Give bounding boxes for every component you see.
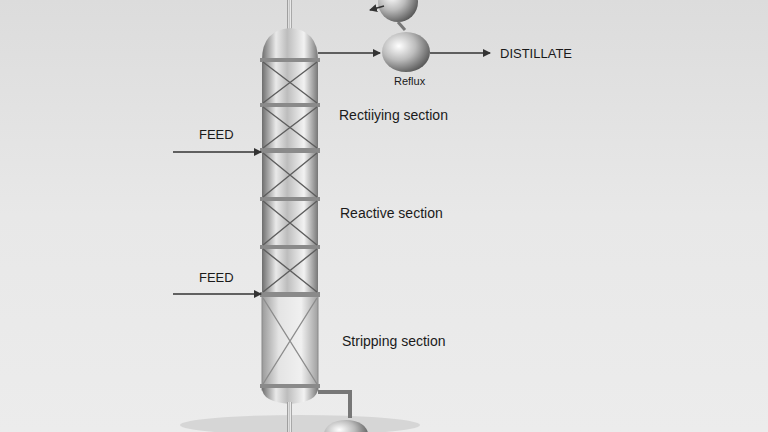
section-label: Reflux [394, 75, 425, 88]
section-label: DISTILLATE [500, 46, 572, 62]
section-label: Stripping section [342, 333, 446, 350]
section-label: Reactive section [340, 205, 443, 222]
section-label: Rectiiying section [339, 107, 448, 124]
section-label: FEED [199, 270, 234, 286]
section-label: FEED [199, 127, 234, 143]
